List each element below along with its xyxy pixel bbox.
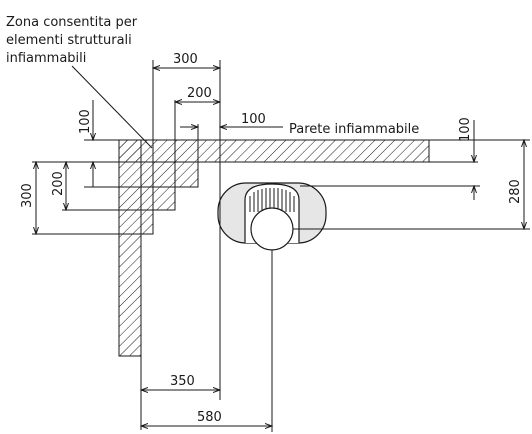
- dim-top-200: 200: [187, 86, 212, 101]
- wall-label: Parete infiammabile: [289, 122, 419, 137]
- dim-bottom-580: 580: [197, 410, 222, 425]
- dim-bottom-350: 350: [170, 374, 195, 389]
- dim-left-300: 300: [20, 183, 35, 208]
- stove-flue-circle: [250, 207, 294, 251]
- flammable-wall-horizontal: [118, 139, 430, 163]
- zone-label-line1: Zona consentita per: [6, 15, 138, 30]
- zone-leader-line: [71, 65, 153, 149]
- dim-right-280: 280: [508, 179, 523, 204]
- dimension-lines: [36, 68, 524, 426]
- dim-top-300: 300: [173, 52, 198, 67]
- dim-left-200: 200: [51, 171, 66, 196]
- zone-label-line3: infiammabili: [6, 51, 86, 66]
- extension-lines: [32, 60, 530, 432]
- dim-top-100: 100: [241, 112, 266, 127]
- dim-right-100: 100: [458, 117, 473, 142]
- zone-label-line2: elementi strutturali: [6, 33, 132, 48]
- flammable-wall-vertical: [118, 139, 142, 357]
- dim-left-100: 100: [78, 109, 93, 134]
